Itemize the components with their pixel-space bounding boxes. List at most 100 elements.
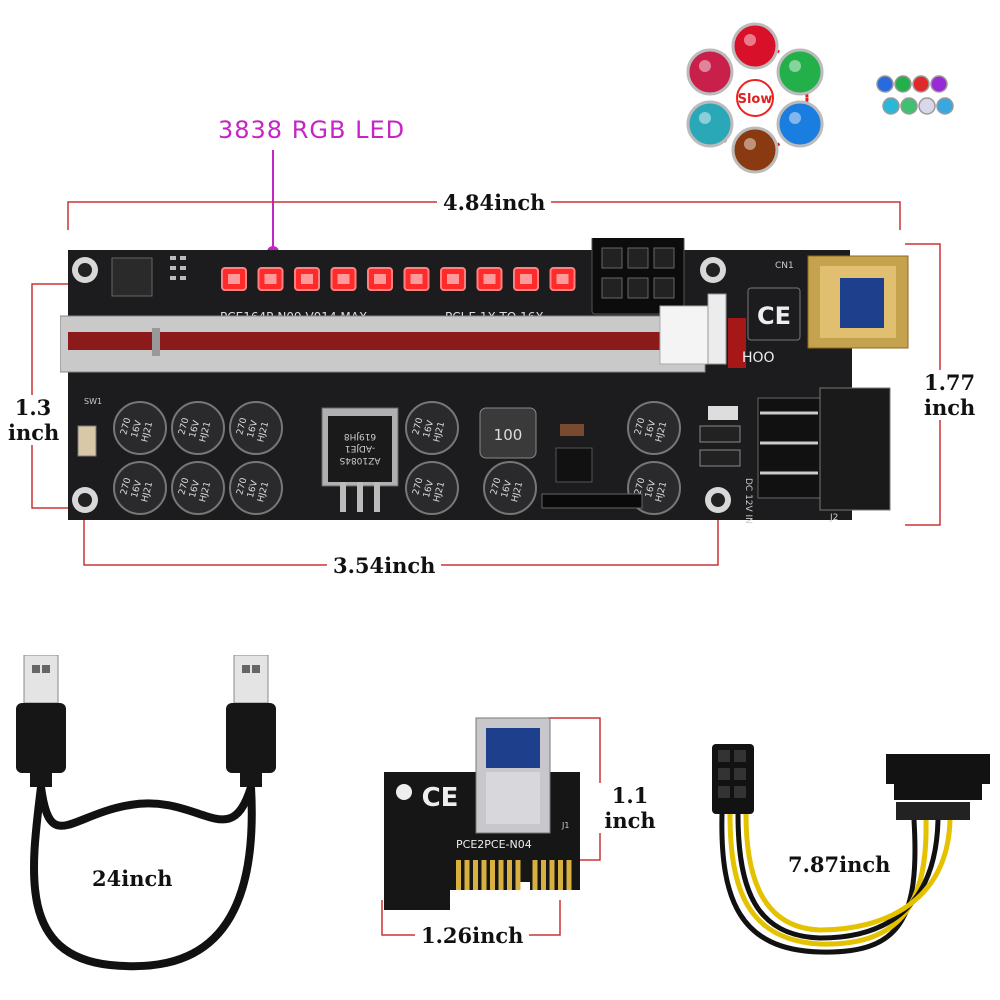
board-height-right-value: 1.77 [924,370,976,395]
pcie-x16-slot [60,315,706,373]
small-led-3 [912,75,930,93]
adapter-height-value: 1.1 [611,783,649,808]
gold-finger [532,860,538,890]
capacitor-10 [627,401,681,455]
gold-finger [541,860,546,890]
rgb-led-4 [731,126,779,174]
power-input-section [757,387,891,511]
board-height-left-label: 1.3 inch [2,395,64,445]
capacitor-label: 16V [130,419,144,439]
pin-header [541,493,643,509]
usb3-port [807,255,909,349]
capacitor-4 [113,461,167,515]
rgb-led-3 [776,100,824,148]
inductor-text: 100 [494,426,523,444]
capacitor-label: 16V [422,479,436,499]
usb-plug-left [16,655,66,787]
capacitor-label: 270 [411,417,425,436]
gold-finger [558,860,563,890]
gold-finger [473,860,478,890]
sw1-button [77,425,97,457]
usb-cable-image [16,655,276,971]
capacitor-3 [229,401,283,455]
cn1-label: CN1 [775,261,794,271]
smd-component [560,424,584,436]
capacitor-label: 270 [633,417,647,436]
red-cable-tab [728,318,746,368]
capacitor-label: 16V [644,419,658,439]
sw-label: SW1 [84,397,102,406]
hole-spacing-label: 3.54inch [327,553,442,578]
rgb-led-1 [731,22,779,70]
ce-text: CE [757,302,791,330]
capacitor-label: 270 [177,477,191,496]
board-width-label: 4.84inch [437,190,552,215]
capacitor-9 [483,461,537,515]
capacitor-label: 270 [411,477,425,496]
diode-d2 [699,449,741,467]
capacitor-label: 16V [422,419,436,439]
power-cable-length-label: 7.87inch [788,852,891,877]
capacitor-label: 270 [177,417,191,436]
power-wires [719,813,953,955]
small-led-2 [894,75,912,93]
u1-chip [111,257,153,297]
small-led-7 [918,97,936,115]
six-pin-connector [591,238,685,315]
adapter-ce-text: CE [422,783,459,813]
usb-cable-loop [30,786,256,971]
rgb-led-5 [686,100,734,148]
capacitor-2 [171,401,225,455]
capacitor-label: 270 [119,417,133,436]
gold-finger [490,860,495,890]
gold-finger [498,860,504,890]
gold-finger [481,860,487,890]
capacitor-label: 16V [644,479,658,499]
regulator-chip [321,407,399,512]
rgb-led-2 [776,48,824,96]
small-led-8 [936,97,954,115]
latch-tab [707,293,727,365]
led-pointer-line [272,150,274,250]
capacitor-label: 16V [188,479,202,499]
regulator-text-2: -ADJE1 [345,443,375,453]
adapter-model-text: PCE2PCE-N04 [456,838,532,851]
capacitor-label: 16V [246,419,260,439]
rgb-led-6 [686,48,734,96]
capacitor-1 [113,401,167,455]
power-cable-image [712,744,990,955]
capacitor-7 [405,401,459,455]
small-led-1 [876,75,894,93]
capacitor-label: 270 [489,477,503,496]
board-height-right-label: 1.77 inch [918,370,976,420]
small-smd-grid [170,256,186,280]
hoo-text: HOO [742,350,775,366]
usb-adapter-board: CE PCE2PCE-N04 J1 [381,717,601,936]
six-pin-plug [712,744,754,814]
capacitor-label: 270 [633,477,647,496]
gold-fingers [456,860,572,890]
capacitor-label: 16V [246,479,260,499]
regulator-text-3: 619JH8 [344,431,377,441]
capacitor-5 [171,461,225,515]
adapter-width-label: 1.26inch [415,923,530,948]
led-row [221,267,576,291]
adapter-height-label: 1.1 inch [594,783,666,833]
gold-finger [549,860,555,890]
usb-plug-right [226,655,276,787]
rgb-cycle-graphic: Slow [686,22,824,174]
sata-plug [886,754,990,820]
regulator-text-1: AZ1084S [339,455,380,465]
capacitor-label: 270 [235,477,249,496]
diode-d1 [699,425,741,443]
led-label: 3838 RGB LED [218,116,406,144]
dc-label: DC 12V IN [743,478,753,524]
slow-label: Slow [738,92,773,107]
capacitor-label: 16V [130,479,144,499]
board-height-left-value: 1.3 [14,395,52,420]
small-ic [555,447,593,483]
fuse-t200 [708,406,738,420]
adapter-j1-label: J1 [561,821,569,830]
riser-board: PCE164P-N09 V014 MAX PCI-E 1X TO 16X CE … [60,238,909,524]
